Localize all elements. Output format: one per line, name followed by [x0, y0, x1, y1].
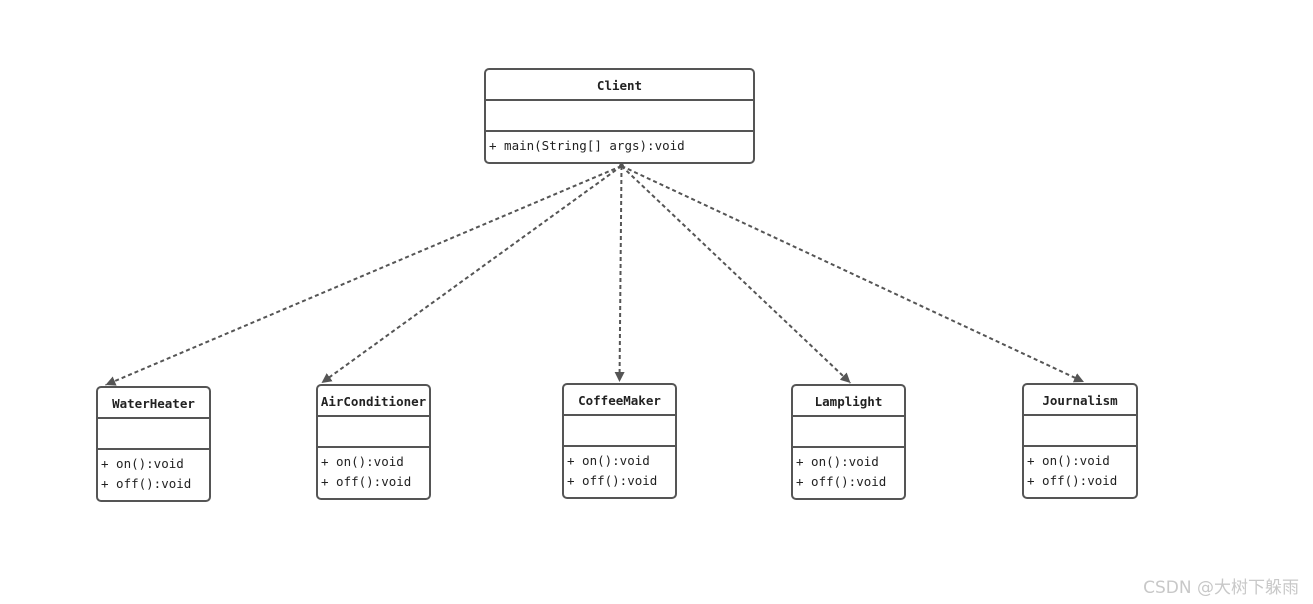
class-name: Client — [486, 70, 753, 101]
dependency-arrow-coffeemaker — [614, 165, 625, 383]
class-operations: + on():void + off():void — [98, 450, 209, 494]
class-name: WaterHeater — [98, 388, 209, 419]
dependency-arrow-journalism — [621, 165, 1085, 383]
operation: + on():void — [567, 453, 650, 468]
class-attributes — [98, 419, 209, 450]
operation: + off():void — [567, 473, 658, 488]
operation: + off():void — [796, 474, 887, 489]
operation: + on():void — [321, 454, 404, 469]
dependency-arrow-waterheater — [105, 165, 622, 386]
dependency-origin-point — [619, 163, 624, 169]
class-journalism[interactable]: Journalism + on():void + off():void — [1022, 383, 1138, 499]
dependency-arrow-airconditioner — [320, 165, 623, 384]
class-operations: + on():void + off():void — [1024, 447, 1136, 491]
class-lamplight[interactable]: Lamplight + on():void + off():void — [791, 384, 906, 500]
class-operations: + on():void + off():void — [793, 448, 904, 492]
class-client[interactable]: Client + main(String[] args):void — [484, 68, 755, 164]
class-operations: + on():void + off():void — [318, 448, 429, 492]
class-attributes — [793, 417, 904, 448]
class-attributes — [1024, 416, 1136, 447]
class-attributes — [564, 416, 675, 447]
operation: + off():void — [321, 474, 412, 489]
operation: + on():void — [796, 454, 879, 469]
class-operations: + main(String[] args):void — [486, 132, 753, 156]
operation: + main(String[] args):void — [489, 138, 685, 153]
class-operations: + on():void + off():void — [564, 447, 675, 491]
operation: + on():void — [101, 456, 184, 471]
class-name: Journalism — [1024, 385, 1136, 416]
dependency-lines — [105, 163, 1085, 386]
class-water-heater[interactable]: WaterHeater + on():void + off():void — [96, 386, 211, 502]
operation: + on():void — [1027, 453, 1110, 468]
class-air-conditioner[interactable]: AirConditioner + on():void + off():void — [316, 384, 431, 500]
class-coffee-maker[interactable]: CoffeeMaker + on():void + off():void — [562, 383, 677, 499]
watermark-text: CSDN @大树下躲雨 — [1143, 578, 1299, 598]
class-name: Lamplight — [793, 386, 904, 417]
class-name: AirConditioner — [318, 386, 429, 417]
class-attributes — [486, 101, 753, 132]
class-attributes — [318, 417, 429, 448]
operation: + off():void — [1027, 473, 1118, 488]
dependency-arrow-lamplight — [620, 165, 852, 384]
class-name: CoffeeMaker — [564, 385, 675, 416]
operation: + off():void — [101, 476, 192, 491]
